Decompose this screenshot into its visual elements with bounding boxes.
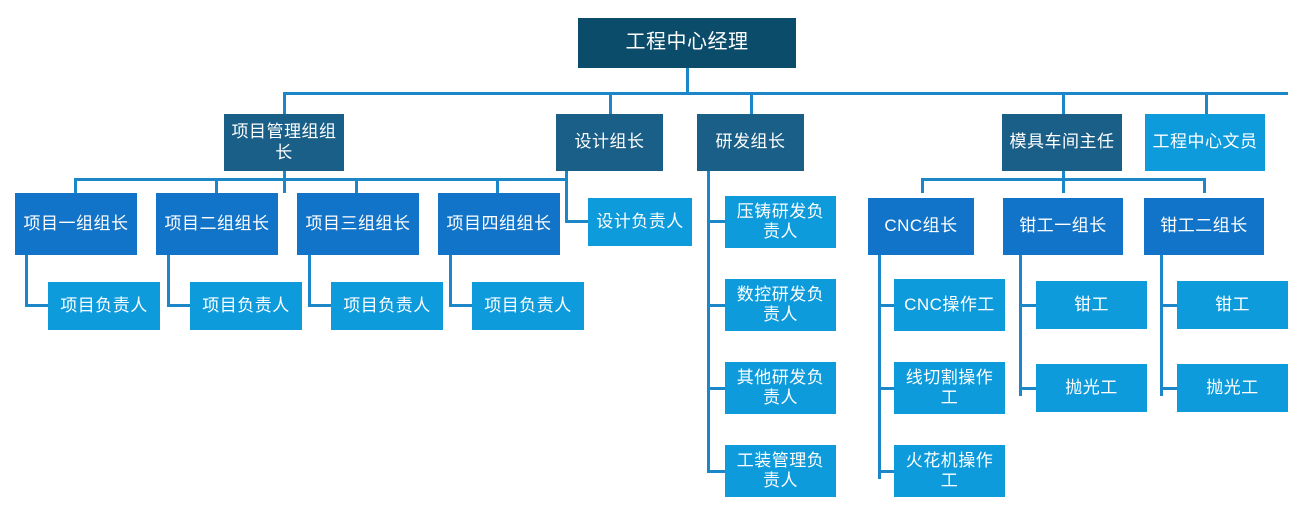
connector-design-h <box>565 220 590 223</box>
node-cnc-group-lead[interactable]: CNC组长 <box>868 198 974 255</box>
node-polisher-1[interactable]: 抛光工 <box>1036 364 1147 412</box>
connector-pm-drop-2 <box>215 178 218 193</box>
connector-fitter1-stub-1 <box>1019 304 1037 307</box>
node-project-owner-1[interactable]: 项目负责人 <box>48 282 160 330</box>
node-fitter-group-1-lead[interactable]: 钳工一组长 <box>1003 198 1123 255</box>
node-project-group-2-lead[interactable]: 项目二组组长 <box>156 193 278 255</box>
connector-root-stem <box>686 68 689 92</box>
node-project-group-4-lead[interactable]: 项目四组组长 <box>438 193 560 255</box>
node-project-owner-2[interactable]: 项目负责人 <box>190 282 302 330</box>
connector-fitter2-stub-1 <box>1160 304 1178 307</box>
node-design-lead[interactable]: 设计组长 <box>556 114 663 171</box>
node-other-rd-owner[interactable]: 其他研发负责人 <box>725 362 836 414</box>
connector-main-bus <box>283 92 1288 95</box>
connector-owner-h-4 <box>449 304 474 307</box>
node-project-group-1-lead[interactable]: 项目一组组长 <box>15 193 137 255</box>
connector-drop-rd <box>750 92 753 114</box>
connector-pm-drop-4 <box>496 178 499 193</box>
connector-owner-h-2 <box>167 304 192 307</box>
connector-rd-stub-1 <box>707 220 727 223</box>
connector-drop-design <box>609 92 612 114</box>
connector-pm-stem <box>283 171 286 193</box>
node-project-group-3-lead[interactable]: 项目三组组长 <box>297 193 419 255</box>
connector-owner-v-4 <box>449 255 452 307</box>
node-edm-operator[interactable]: 火花机操作工 <box>894 445 1005 497</box>
connector-drop-workshop <box>1062 92 1065 114</box>
connector-rd-spine <box>707 171 710 473</box>
node-wire-cut-operator[interactable]: 线切割操作工 <box>894 362 1005 414</box>
connector-drop-staff <box>1205 92 1208 114</box>
node-design-owner[interactable]: 设计负责人 <box>588 198 692 246</box>
connector-pm-bus <box>74 178 567 181</box>
node-cnc-rd-owner[interactable]: 数控研发负责人 <box>725 279 836 331</box>
node-fitter-group-2-lead[interactable]: 钳工二组长 <box>1144 198 1264 255</box>
connector-owner-v-1 <box>25 255 28 307</box>
connector-rd-stub-4 <box>707 470 727 473</box>
node-fitter-2[interactable]: 钳工 <box>1177 281 1288 329</box>
connector-fitter2-spine <box>1160 255 1163 396</box>
node-engineering-center-clerk[interactable]: 工程中心文员 <box>1145 114 1265 171</box>
connector-ws-drop-1 <box>921 178 924 193</box>
node-rd-lead[interactable]: 研发组长 <box>697 114 804 171</box>
connector-cnc-stub-1 <box>878 304 896 307</box>
connector-cnc-spine <box>878 255 881 479</box>
node-diecast-rd-owner[interactable]: 压铸研发负责人 <box>725 196 836 248</box>
node-project-management-lead[interactable]: 项目管理组组长 <box>224 114 344 171</box>
connector-design-v <box>565 171 568 223</box>
connector-owner-h-1 <box>25 304 50 307</box>
connector-owner-v-2 <box>167 255 170 307</box>
node-fitter-1[interactable]: 钳工 <box>1036 281 1147 329</box>
connector-drop-project-mgmt <box>283 92 286 114</box>
connector-pm-drop-1 <box>74 178 77 193</box>
connector-ws-drop-2 <box>1062 178 1065 193</box>
node-engineering-center-manager[interactable]: 工程中心经理 <box>578 18 796 68</box>
connector-cnc-stub-2 <box>878 387 896 390</box>
connector-owner-v-3 <box>308 255 311 307</box>
connector-fitter1-spine <box>1019 255 1022 396</box>
node-project-owner-4[interactable]: 项目负责人 <box>472 282 584 330</box>
connector-rd-stub-3 <box>707 387 727 390</box>
connector-owner-h-3 <box>308 304 333 307</box>
connector-fitter1-stub-2 <box>1019 387 1037 390</box>
node-mold-workshop-director[interactable]: 模具车间主任 <box>1002 114 1122 171</box>
node-cnc-operator[interactable]: CNC操作工 <box>894 279 1005 331</box>
node-project-owner-3[interactable]: 项目负责人 <box>331 282 443 330</box>
connector-rd-stub-2 <box>707 304 727 307</box>
connector-ws-drop-3 <box>1203 178 1206 193</box>
connector-fitter2-stub-2 <box>1160 387 1178 390</box>
connector-cnc-stub-3 <box>878 470 896 473</box>
connector-pm-drop-3 <box>355 178 358 193</box>
node-tooling-mgmt-owner[interactable]: 工装管理负责人 <box>725 445 836 497</box>
node-polisher-2[interactable]: 抛光工 <box>1177 364 1288 412</box>
